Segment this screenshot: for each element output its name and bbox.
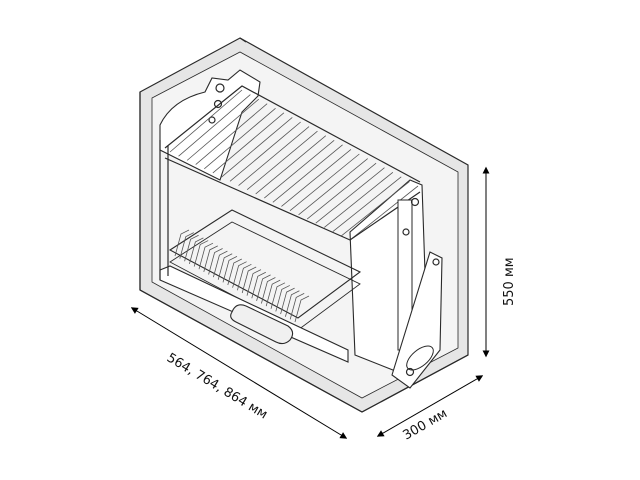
plate-holder-wire xyxy=(261,277,276,304)
rack-wire xyxy=(246,130,318,191)
left-side-plate xyxy=(159,69,261,181)
rack-wire xyxy=(186,98,260,161)
plate-holder-wire xyxy=(246,269,262,296)
arm-slot xyxy=(406,345,434,371)
lift-mechanism xyxy=(391,197,443,389)
plate-holder-wire xyxy=(265,279,281,307)
rack-wire xyxy=(221,117,293,178)
rack-wire xyxy=(195,103,268,165)
plate-holder-wire xyxy=(193,240,209,267)
plate-holder-wire xyxy=(227,258,242,286)
plate-holder-wire xyxy=(237,263,252,291)
plate-holder-wire xyxy=(184,234,199,262)
height-dimension-label: 550 мм xyxy=(502,257,517,306)
plate-holder-wire xyxy=(270,282,286,309)
bolt-icon xyxy=(213,99,223,109)
plate-holder-wire xyxy=(213,250,228,278)
rack-wire xyxy=(255,135,327,195)
width-dimension-arrow xyxy=(130,307,348,439)
plate-holder-wire xyxy=(241,266,257,294)
plate-holder-wire xyxy=(189,237,204,265)
rack-wire xyxy=(264,139,335,199)
rack-wire xyxy=(238,126,310,186)
plate-holder-wire xyxy=(208,248,223,275)
plate-holder-wire xyxy=(256,274,271,301)
plate-holder-wire xyxy=(198,242,214,270)
bolt-icon xyxy=(402,228,410,236)
plate-holder-wire xyxy=(203,245,218,272)
rack-wire xyxy=(298,158,368,216)
rack-wire xyxy=(289,153,360,211)
plate-holder-wire xyxy=(275,285,290,312)
rack-wire xyxy=(315,167,385,224)
plate-holder-wire xyxy=(280,287,295,315)
bolt-icon xyxy=(432,258,440,266)
plate-holder-wire xyxy=(179,232,194,259)
plate-holder-wire xyxy=(217,253,233,280)
rack-wire xyxy=(272,144,343,203)
rack-wire xyxy=(169,89,243,153)
plate-holder-wire xyxy=(174,229,190,257)
rack-wire xyxy=(178,94,251,157)
rack-wire xyxy=(332,176,402,232)
rack-wire xyxy=(341,181,410,237)
plate-holder-wire xyxy=(251,271,266,299)
bolt-icon xyxy=(208,116,216,124)
bolt-icon xyxy=(215,83,225,93)
rack-wire xyxy=(306,162,377,220)
bolt-icon xyxy=(410,197,420,207)
rack-wire xyxy=(349,185,419,241)
rack-wire xyxy=(324,171,394,228)
depth-dimension-label: 300 мм xyxy=(401,406,451,443)
rack-wire xyxy=(212,112,285,174)
depth-dimension-arrow xyxy=(376,375,484,437)
rack-wire xyxy=(204,107,276,170)
plate-holder-wire xyxy=(232,261,247,288)
plate-holder-wire xyxy=(222,256,238,283)
width-dimension-label: 564, 764, 864 мм xyxy=(164,351,270,423)
rack-wire xyxy=(281,149,352,207)
rack-wire xyxy=(229,121,301,182)
